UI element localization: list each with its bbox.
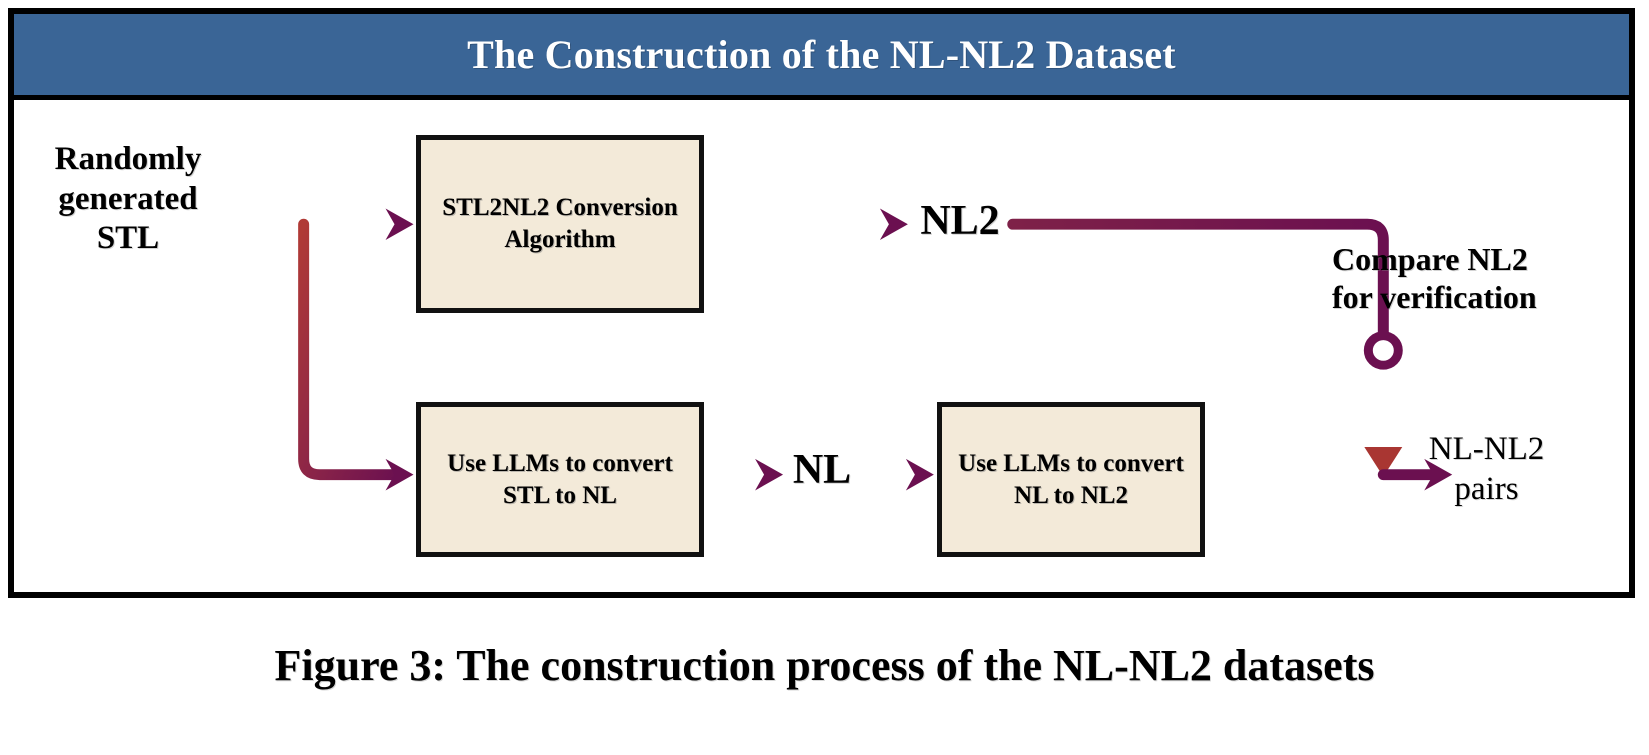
process-box-stl2nl2-conversion-algorithm: STL2NL2 Conversion Algorithm bbox=[416, 135, 704, 313]
process-box-use-llms-convert-nl-to-nl2: Use LLMs to convert NL to NL2 bbox=[937, 402, 1205, 557]
diagram-canvas: Randomly generated STL NL2 NL Compare NL… bbox=[14, 100, 1629, 592]
label-nl: NL bbox=[792, 447, 852, 493]
process-box-stl-to-nl-label: Use LLMs to convert STL to NL bbox=[447, 449, 673, 509]
edge-nl-to-nl-to-nl2 bbox=[857, 458, 934, 491]
edge-stl2nl2-to-nl2 bbox=[699, 208, 908, 241]
figure-title-band: The Construction of the NL-NL2 Dataset bbox=[14, 14, 1629, 100]
process-box-use-llms-convert-stl-to-nl: Use LLMs to convert STL to NL bbox=[416, 402, 704, 557]
process-box-nl-to-nl2-label: Use LLMs to convert NL to NL2 bbox=[958, 449, 1184, 509]
label-nl-nl2-pairs: NL-NL2 pairs bbox=[1428, 431, 1545, 507]
edge-input-to-stl-to-nl bbox=[298, 218, 414, 491]
label-compare-nl2-for-verification: Compare NL2 for verification bbox=[1332, 241, 1537, 316]
connector-layer bbox=[220, 208, 1453, 491]
label-randomly-generated-stl: Randomly generated STL bbox=[54, 141, 202, 257]
edge-stl-to-nl-to-nl bbox=[699, 458, 784, 491]
process-box-stl2nl2-label: STL2NL2 Conversion Algorithm bbox=[442, 194, 678, 253]
figure-caption: Figure 3: The construction process of th… bbox=[274, 641, 1375, 690]
verification-junction-node bbox=[1363, 331, 1403, 370]
label-nl2: NL2 bbox=[920, 198, 1000, 244]
figure-title: The Construction of the NL-NL2 Dataset bbox=[467, 32, 1176, 77]
figure-frame: The Construction of the NL-NL2 Dataset bbox=[8, 8, 1635, 598]
edge-input-to-stl2nl2 bbox=[220, 208, 414, 241]
